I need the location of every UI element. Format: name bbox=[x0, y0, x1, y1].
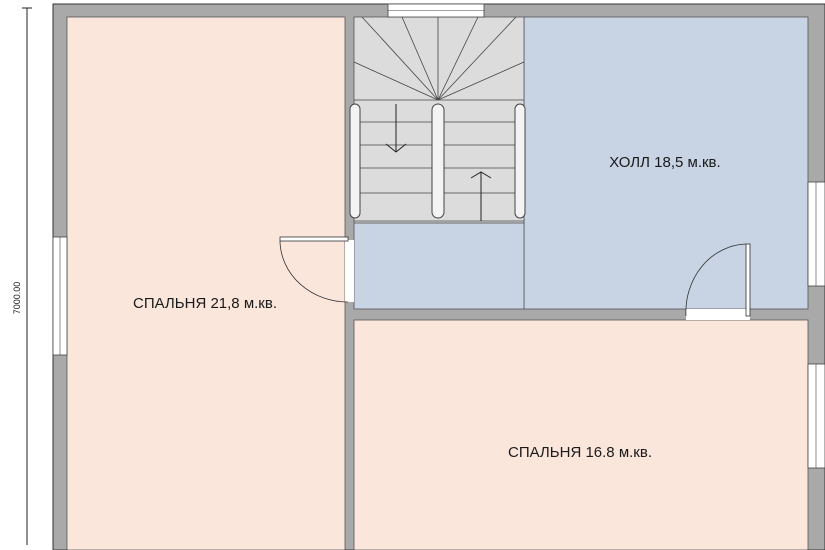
height-dimension: 7000.00 bbox=[12, 7, 32, 545]
top-window bbox=[387, 3, 485, 18]
room-bedroom-right bbox=[353, 319, 809, 550]
room-label-bedroom-left: СПАЛЬНЯ 21,8 м.кв. bbox=[133, 295, 277, 312]
right-window-bedroom bbox=[807, 363, 825, 469]
stair-arrow-up-icon bbox=[470, 171, 492, 221]
door-bedroom-right bbox=[685, 243, 751, 320]
stair-landing bbox=[353, 222, 525, 310]
stair-winders bbox=[353, 16, 525, 101]
door-bedroom-left bbox=[279, 236, 354, 303]
stair-railings bbox=[349, 103, 526, 219]
room-hall bbox=[523, 16, 809, 310]
stair-arrow-down-icon bbox=[385, 104, 407, 153]
room-label-bedroom-right: СПАЛЬНЯ 16.8 м.кв. bbox=[508, 444, 652, 461]
height-dimension-label: 7000.00 bbox=[12, 282, 22, 315]
left-window bbox=[52, 236, 68, 356]
room-bedroom-left bbox=[66, 16, 346, 550]
right-window-hall bbox=[807, 181, 825, 287]
room-label-hall: ХОЛЛ 18,5 м.кв. bbox=[609, 154, 720, 171]
